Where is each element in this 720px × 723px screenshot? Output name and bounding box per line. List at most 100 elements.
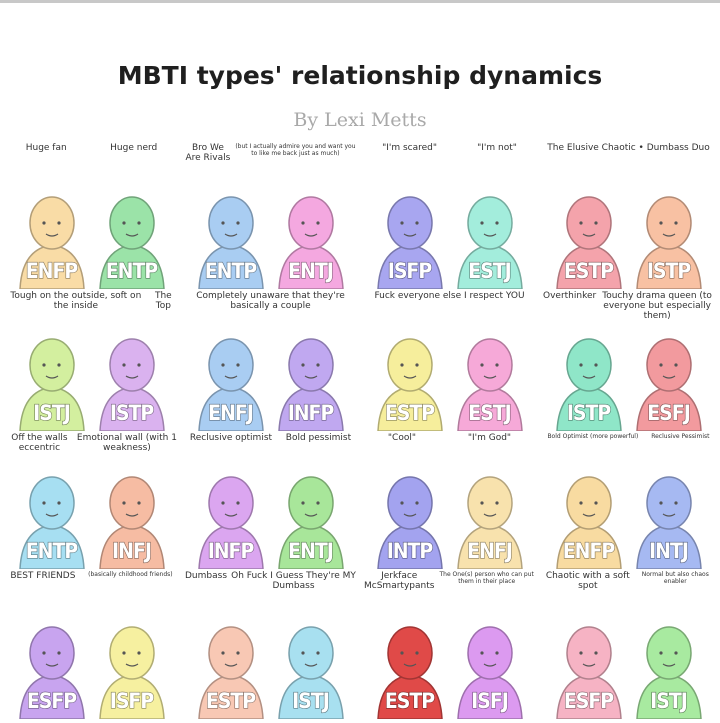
mbti-type-label: ISFP — [109, 688, 155, 713]
mbti-type-label: ENFP — [562, 538, 616, 563]
character-figure — [555, 338, 622, 431]
caption: The Top — [154, 291, 172, 311]
characters: ESTP ISTP — [539, 179, 718, 289]
mbti-type-label: INTP — [386, 538, 434, 563]
character-figure — [456, 196, 523, 289]
captions: Huge fan Huge nerd — [6, 143, 177, 153]
mbti-type-label: ESTP — [384, 688, 435, 713]
mbti-type-label: ISTP — [109, 400, 155, 425]
mbti-type-label: ENTJ — [288, 258, 335, 283]
mbti-type-label: ESTP — [384, 400, 435, 425]
captions: Completely unaware that they're basicall… — [185, 291, 356, 311]
character-figure — [18, 476, 85, 569]
character-figure — [376, 626, 443, 719]
characters: ESTP ESTJ — [360, 321, 539, 431]
caption: "I'm God" — [467, 433, 512, 443]
mbti-type-label: ENFJ — [467, 538, 514, 563]
pair-panel: Fuck everyone else I respect YOU ESTP ES… — [360, 289, 539, 431]
pair-panel: "Cool""I'm God" INTP ENFJ — [360, 431, 539, 569]
caption: Normal but also chaos enabler — [641, 571, 709, 585]
character: ISTJ — [12, 321, 92, 431]
caption: Huge fan — [25, 143, 67, 153]
character-figure — [197, 476, 264, 569]
captions: Chaotic with a soft spot Normal but also … — [543, 571, 714, 591]
characters: ESTP ISFJ — [360, 609, 539, 719]
caption: Reclusive optimist — [189, 433, 273, 443]
character: ESFP — [549, 609, 629, 719]
character-figure — [18, 338, 85, 431]
caption: Fuck everyone else I respect YOU — [374, 291, 525, 301]
captions: The Elusive Chaotic • Dumbass Duo — [543, 143, 714, 153]
character: ESTP — [370, 609, 450, 719]
mbti-type-label: ISTP — [566, 400, 612, 425]
character: ISTJ — [629, 609, 709, 719]
character: ISTP — [629, 179, 709, 289]
character-figure — [277, 338, 344, 431]
caption: (basically childhood friends) — [88, 571, 173, 578]
captions: "Cool""I'm God" — [364, 433, 535, 443]
captions: "I'm scared""I'm not" — [364, 143, 535, 153]
caption: Bro We Are Rivals — [185, 143, 231, 163]
character: ESFJ — [629, 321, 709, 431]
character-figure — [98, 626, 165, 719]
character: ISTP — [549, 321, 629, 431]
character: ESTP — [370, 321, 450, 431]
mbti-type-label: ESTJ — [468, 400, 513, 425]
character: INFP — [271, 321, 351, 431]
caption: Jerkface McSmartypants — [364, 571, 435, 591]
caption: (but I actually admire you and want you … — [235, 143, 356, 157]
mbti-type-label: ISFP — [387, 258, 433, 283]
caption: Oh Fuck I Guess They're MY Dumbass — [231, 571, 356, 591]
captions: BEST FRIENDS (basically childhood friends… — [6, 571, 177, 581]
character: ISFP — [92, 609, 172, 719]
character-figure — [98, 338, 165, 431]
character-figure — [376, 196, 443, 289]
character: INTP — [370, 459, 450, 569]
captions: Bold Optimist (more powerful)Reclusive P… — [543, 433, 714, 440]
character: ESFP — [12, 609, 92, 719]
caption: Tough on the outside, soft on the inside — [10, 291, 142, 311]
characters: INTP ENFJ — [360, 459, 539, 569]
page-title: MBTI types' relationship dynamics — [117, 61, 603, 90]
character-figure — [98, 196, 165, 289]
pair-panel: Bro We Are Rivals (but I actually admire … — [181, 141, 360, 289]
character: INTJ — [629, 459, 709, 569]
captions: Bro We Are Rivals (but I actually admire … — [185, 143, 356, 163]
character: INFP — [191, 459, 271, 569]
character-figure — [197, 338, 264, 431]
mbti-type-label: INFP — [207, 538, 255, 563]
character-figure — [635, 626, 702, 719]
character: ESTJ — [450, 179, 530, 289]
character-figure — [277, 476, 344, 569]
characters: ENFP INTJ — [539, 459, 718, 569]
character-figure — [635, 338, 702, 431]
captions: Fuck everyone else I respect YOU — [364, 291, 535, 301]
characters: ENTP INFJ — [2, 459, 181, 569]
caption: Reclusive Pessimist — [651, 433, 710, 440]
mbti-type-label: INFJ — [112, 538, 153, 563]
character-figure — [277, 196, 344, 289]
pair-panel: Tough on the outside, soft on the inside… — [2, 289, 181, 431]
mbti-type-label: INTJ — [649, 538, 690, 563]
caption: BEST FRIENDS — [10, 571, 76, 581]
author-byline: By Lexi Metts — [293, 109, 427, 131]
mbti-type-label: ISTJ — [292, 688, 331, 713]
character: ENTJ — [271, 459, 351, 569]
mbti-type-label: ENTP — [204, 258, 258, 283]
mbti-type-label: ENTP — [25, 538, 79, 563]
character: ESTP — [191, 609, 271, 719]
character-figure — [635, 476, 702, 569]
caption: Huge nerd — [110, 143, 158, 153]
mbti-type-label: ESTP — [563, 258, 614, 283]
characters: ISTP ESFJ — [539, 321, 718, 431]
caption: Emotional wall (with 1 weakness) — [76, 433, 177, 453]
caption: Chaotic with a soft spot — [545, 571, 630, 591]
pair-panel: "I'm scared""I'm not" ISFP ESTJ — [360, 141, 539, 289]
character-figure — [555, 626, 622, 719]
